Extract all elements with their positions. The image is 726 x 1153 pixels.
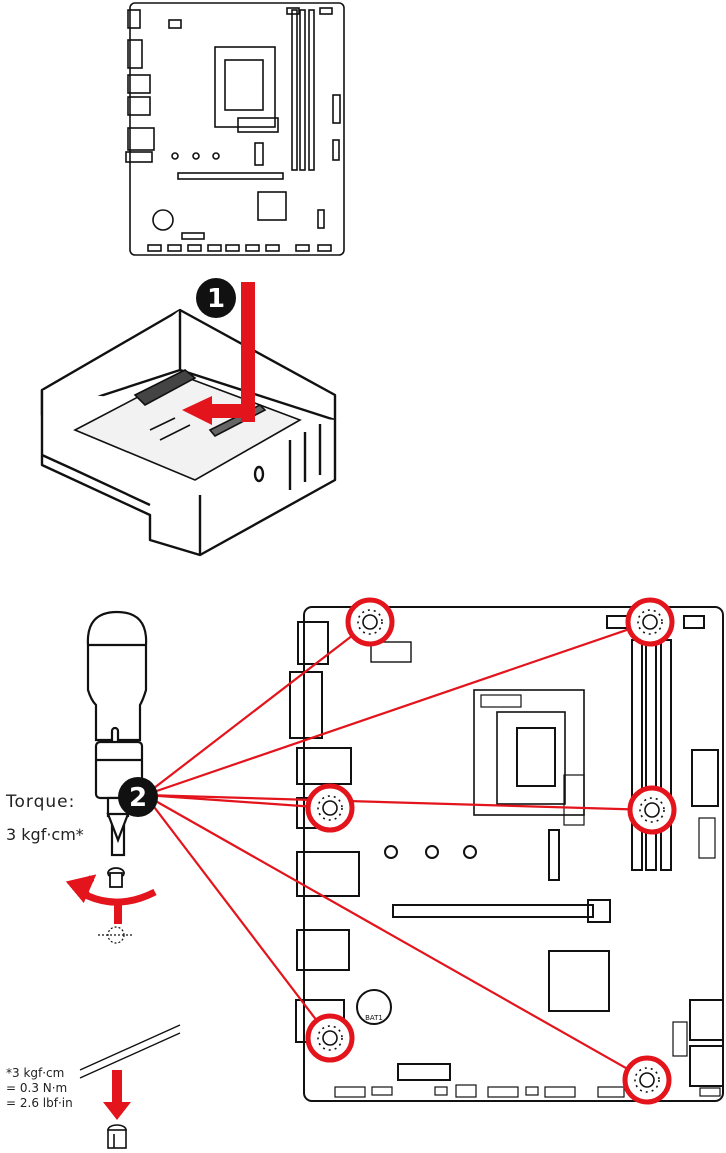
mounting-hole-markers xyxy=(308,600,674,1102)
standoff-icon xyxy=(108,1125,126,1148)
screw-hole-icon xyxy=(98,927,134,943)
torque-label: Torque: xyxy=(6,792,75,812)
step-2-number: 2 xyxy=(129,783,147,813)
mounting-hole xyxy=(628,600,672,644)
screw-icon xyxy=(108,868,124,887)
board-edge xyxy=(80,1025,180,1078)
mounting-hole xyxy=(630,788,674,832)
battery-label: BAT1 xyxy=(365,1014,383,1022)
mounting-hole xyxy=(308,786,352,830)
down-arrow-icon xyxy=(103,1070,131,1120)
mounting-hole xyxy=(308,1016,352,1060)
torque-note-line1: *3 kgf·cm xyxy=(6,1066,64,1080)
mounting-hole xyxy=(348,600,392,644)
step-1-number: 1 xyxy=(207,284,225,314)
motherboard-top-view xyxy=(126,3,344,255)
mounting-hole xyxy=(625,1058,669,1102)
screwdriver-icon xyxy=(88,612,146,855)
torque-value: 3 kgf·cm* xyxy=(6,825,84,844)
torque-note-line3: = 2.6 lbf·in xyxy=(6,1096,73,1110)
torque-note-line2: = 0.3 N·m xyxy=(6,1081,67,1095)
motherboard-icon xyxy=(290,607,723,1101)
